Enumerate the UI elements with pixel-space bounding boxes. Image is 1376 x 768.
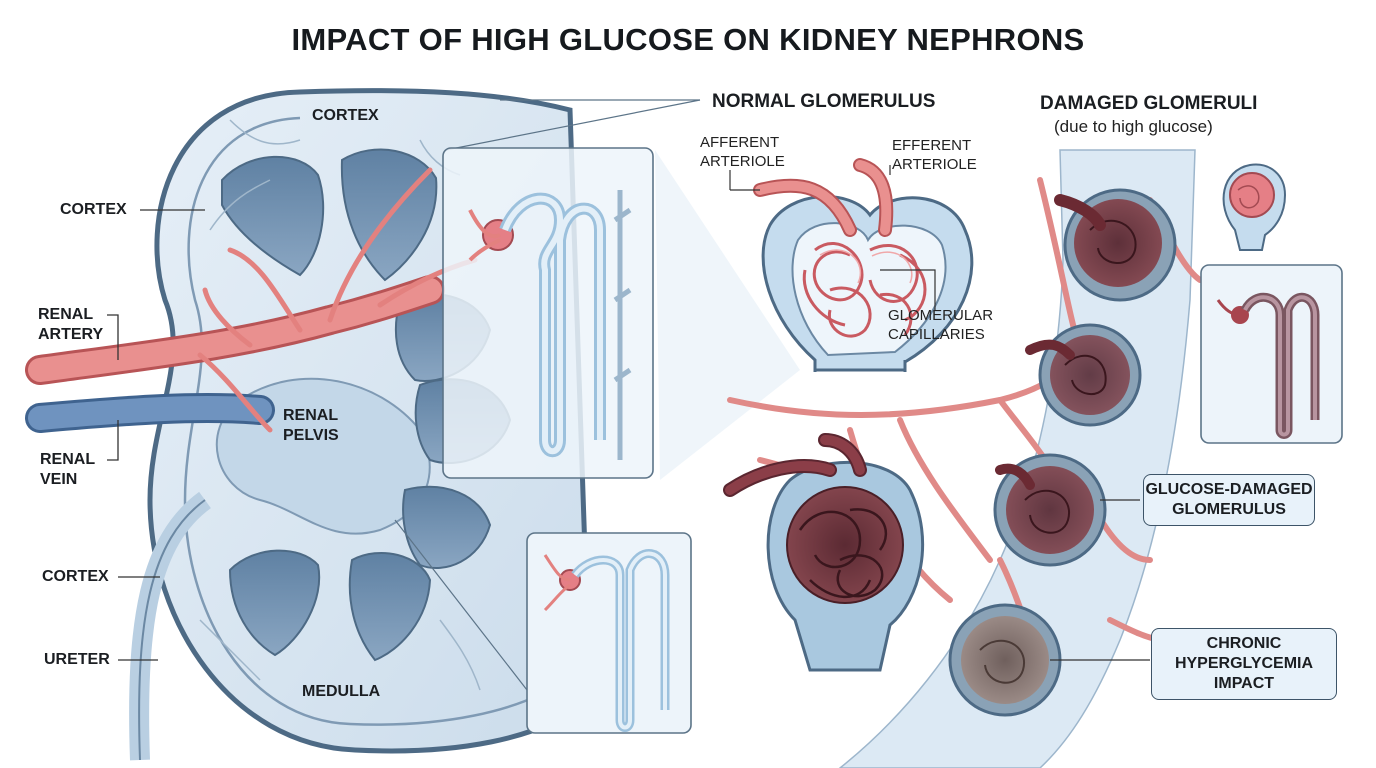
label-renal-vein: RENAL VEIN (40, 451, 96, 488)
damaged-glomerulus-3 (993, 453, 1107, 567)
label-efferent-arteriole: EFFERENT ARTERIOLE (892, 137, 977, 173)
label-afferent-arteriole: AFFERENT ARTERIOLE (700, 134, 785, 170)
header-damaged-glomeruli: DAMAGED GLOMERULI (1040, 93, 1258, 114)
damaged-glomeruli-region (723, 149, 1343, 768)
header-normal-glomerulus: NORMAL GLOMERULUS (712, 91, 936, 112)
label-glomerular-capillaries: GLOMERULAR CAPILLARIES (888, 307, 994, 343)
subheader-high-glucose: (due to high glucose) (1054, 117, 1213, 136)
cortex-vessels (199, 119, 481, 691)
label-renal-pelvis: RENAL PELVIS (283, 407, 339, 444)
label-cortex-left: CORTEX (60, 201, 127, 218)
leader-lines (107, 209, 205, 661)
page-title: IMPACT OF HIGH GLUCOSE ON KIDNEY NEPHRON… (291, 22, 1085, 57)
damaged-glomerulus-1 (1054, 188, 1177, 302)
damaged-nephron-inset (1200, 264, 1343, 444)
damaged-glomerulus-2 (1025, 323, 1142, 427)
label-cortex-bottom: CORTEX (42, 568, 109, 585)
nephron-inset-upper (442, 99, 800, 480)
callout-glucose-damaged: GLUCOSE-DAMAGED GLOMERULUS (1143, 474, 1315, 526)
nephron-inset-lower (394, 519, 692, 734)
normal-glomerulus-detail (729, 158, 974, 372)
capillary-tuft (802, 242, 927, 338)
label-ureter: URETER (44, 651, 110, 668)
small-glomerulus-inset (1222, 163, 1287, 251)
label-renal-artery: RENAL ARTERY (38, 306, 104, 343)
callout-chronic-hyperglycemia: CHRONIC HYPERGLYCEMIA IMPACT (1151, 628, 1337, 700)
damaged-glomerulus-large (723, 433, 925, 672)
label-medulla: MEDULLA (302, 683, 381, 700)
damaged-glomerulus-4 (948, 603, 1062, 717)
label-cortex-top: CORTEX (312, 107, 379, 124)
